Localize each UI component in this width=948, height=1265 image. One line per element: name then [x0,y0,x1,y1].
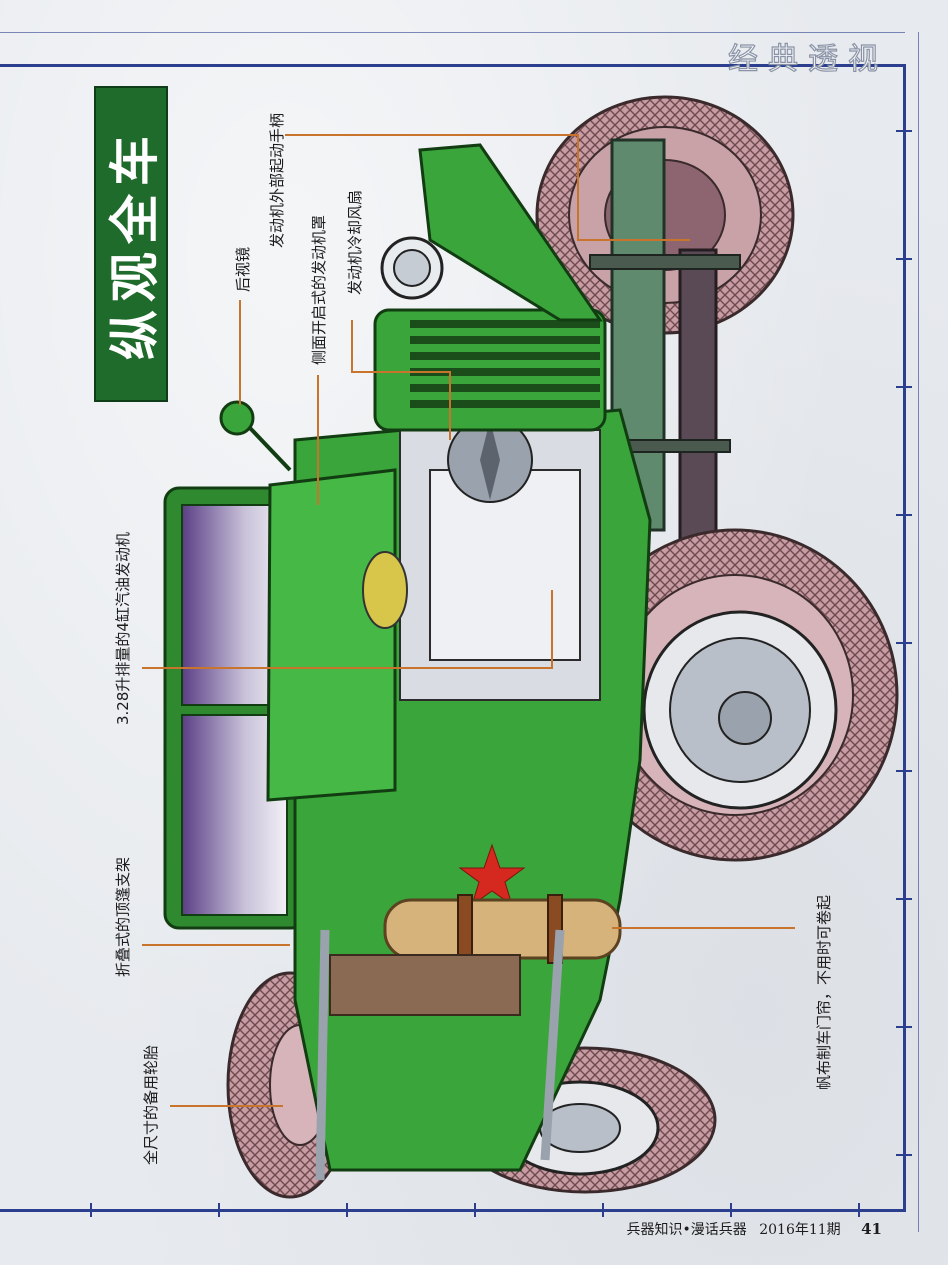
page-footer: 兵器知识•漫话兵器 2016年11期 41 [627,1219,883,1239]
section-title: 经典透视 [727,41,888,77]
frame-tick [730,1203,732,1217]
frame-tick [218,1203,220,1217]
label-canvas-door: 帆布制车门帘，不用时可卷起 [815,894,833,1090]
frame-tick [896,642,912,644]
frame-tick [346,1203,348,1217]
frame-bottom-line [0,1209,906,1212]
frame-tick [896,1026,912,1028]
side-title-banner: 纵观全车 [94,86,168,402]
rear-view-mirror [219,400,292,472]
label-hand-crank: 发动机外部起动手柄 [268,112,286,248]
frame-tick [896,770,912,772]
frame-top-line [0,64,906,67]
frame-tick [896,130,912,132]
label-roof-support: 折叠式的顶篷支架 [114,856,132,977]
frame-tick [896,514,912,516]
frame-tick [474,1203,476,1217]
frame-tick [896,386,912,388]
footer-issue: 2016年11期 [759,1222,841,1238]
jeep-body [266,143,652,1181]
label-spare-tire: 全尺寸的备用轮胎 [142,1044,160,1165]
label-side-hood: 侧面开启式的发动机罩 [310,214,328,365]
front-right-wheel [571,528,899,862]
page-number: 41 [861,1220,882,1238]
footer-publication: 兵器知识•漫话兵器 [626,1222,747,1238]
frame-tick [90,1203,92,1217]
frame-outer-top-line [0,32,905,33]
leader-lines [142,134,795,1107]
side-title: 纵观全车 [106,128,164,360]
chassis-frame [589,138,741,542]
frame-right-line [903,64,906,1212]
frame-outer-right-line [918,32,919,1232]
label-rear-view-mirror: 后视镜 [234,246,252,292]
frame-tick [858,1203,860,1217]
frame-tick [602,1203,604,1217]
label-cooling-fan: 发动机冷却风扇 [346,189,364,295]
label-engine: 3.28升排量的4缸汽油发动机 [114,532,132,725]
frame-tick [896,898,912,900]
frame-tick [896,258,912,260]
frame-tick [896,1154,912,1156]
